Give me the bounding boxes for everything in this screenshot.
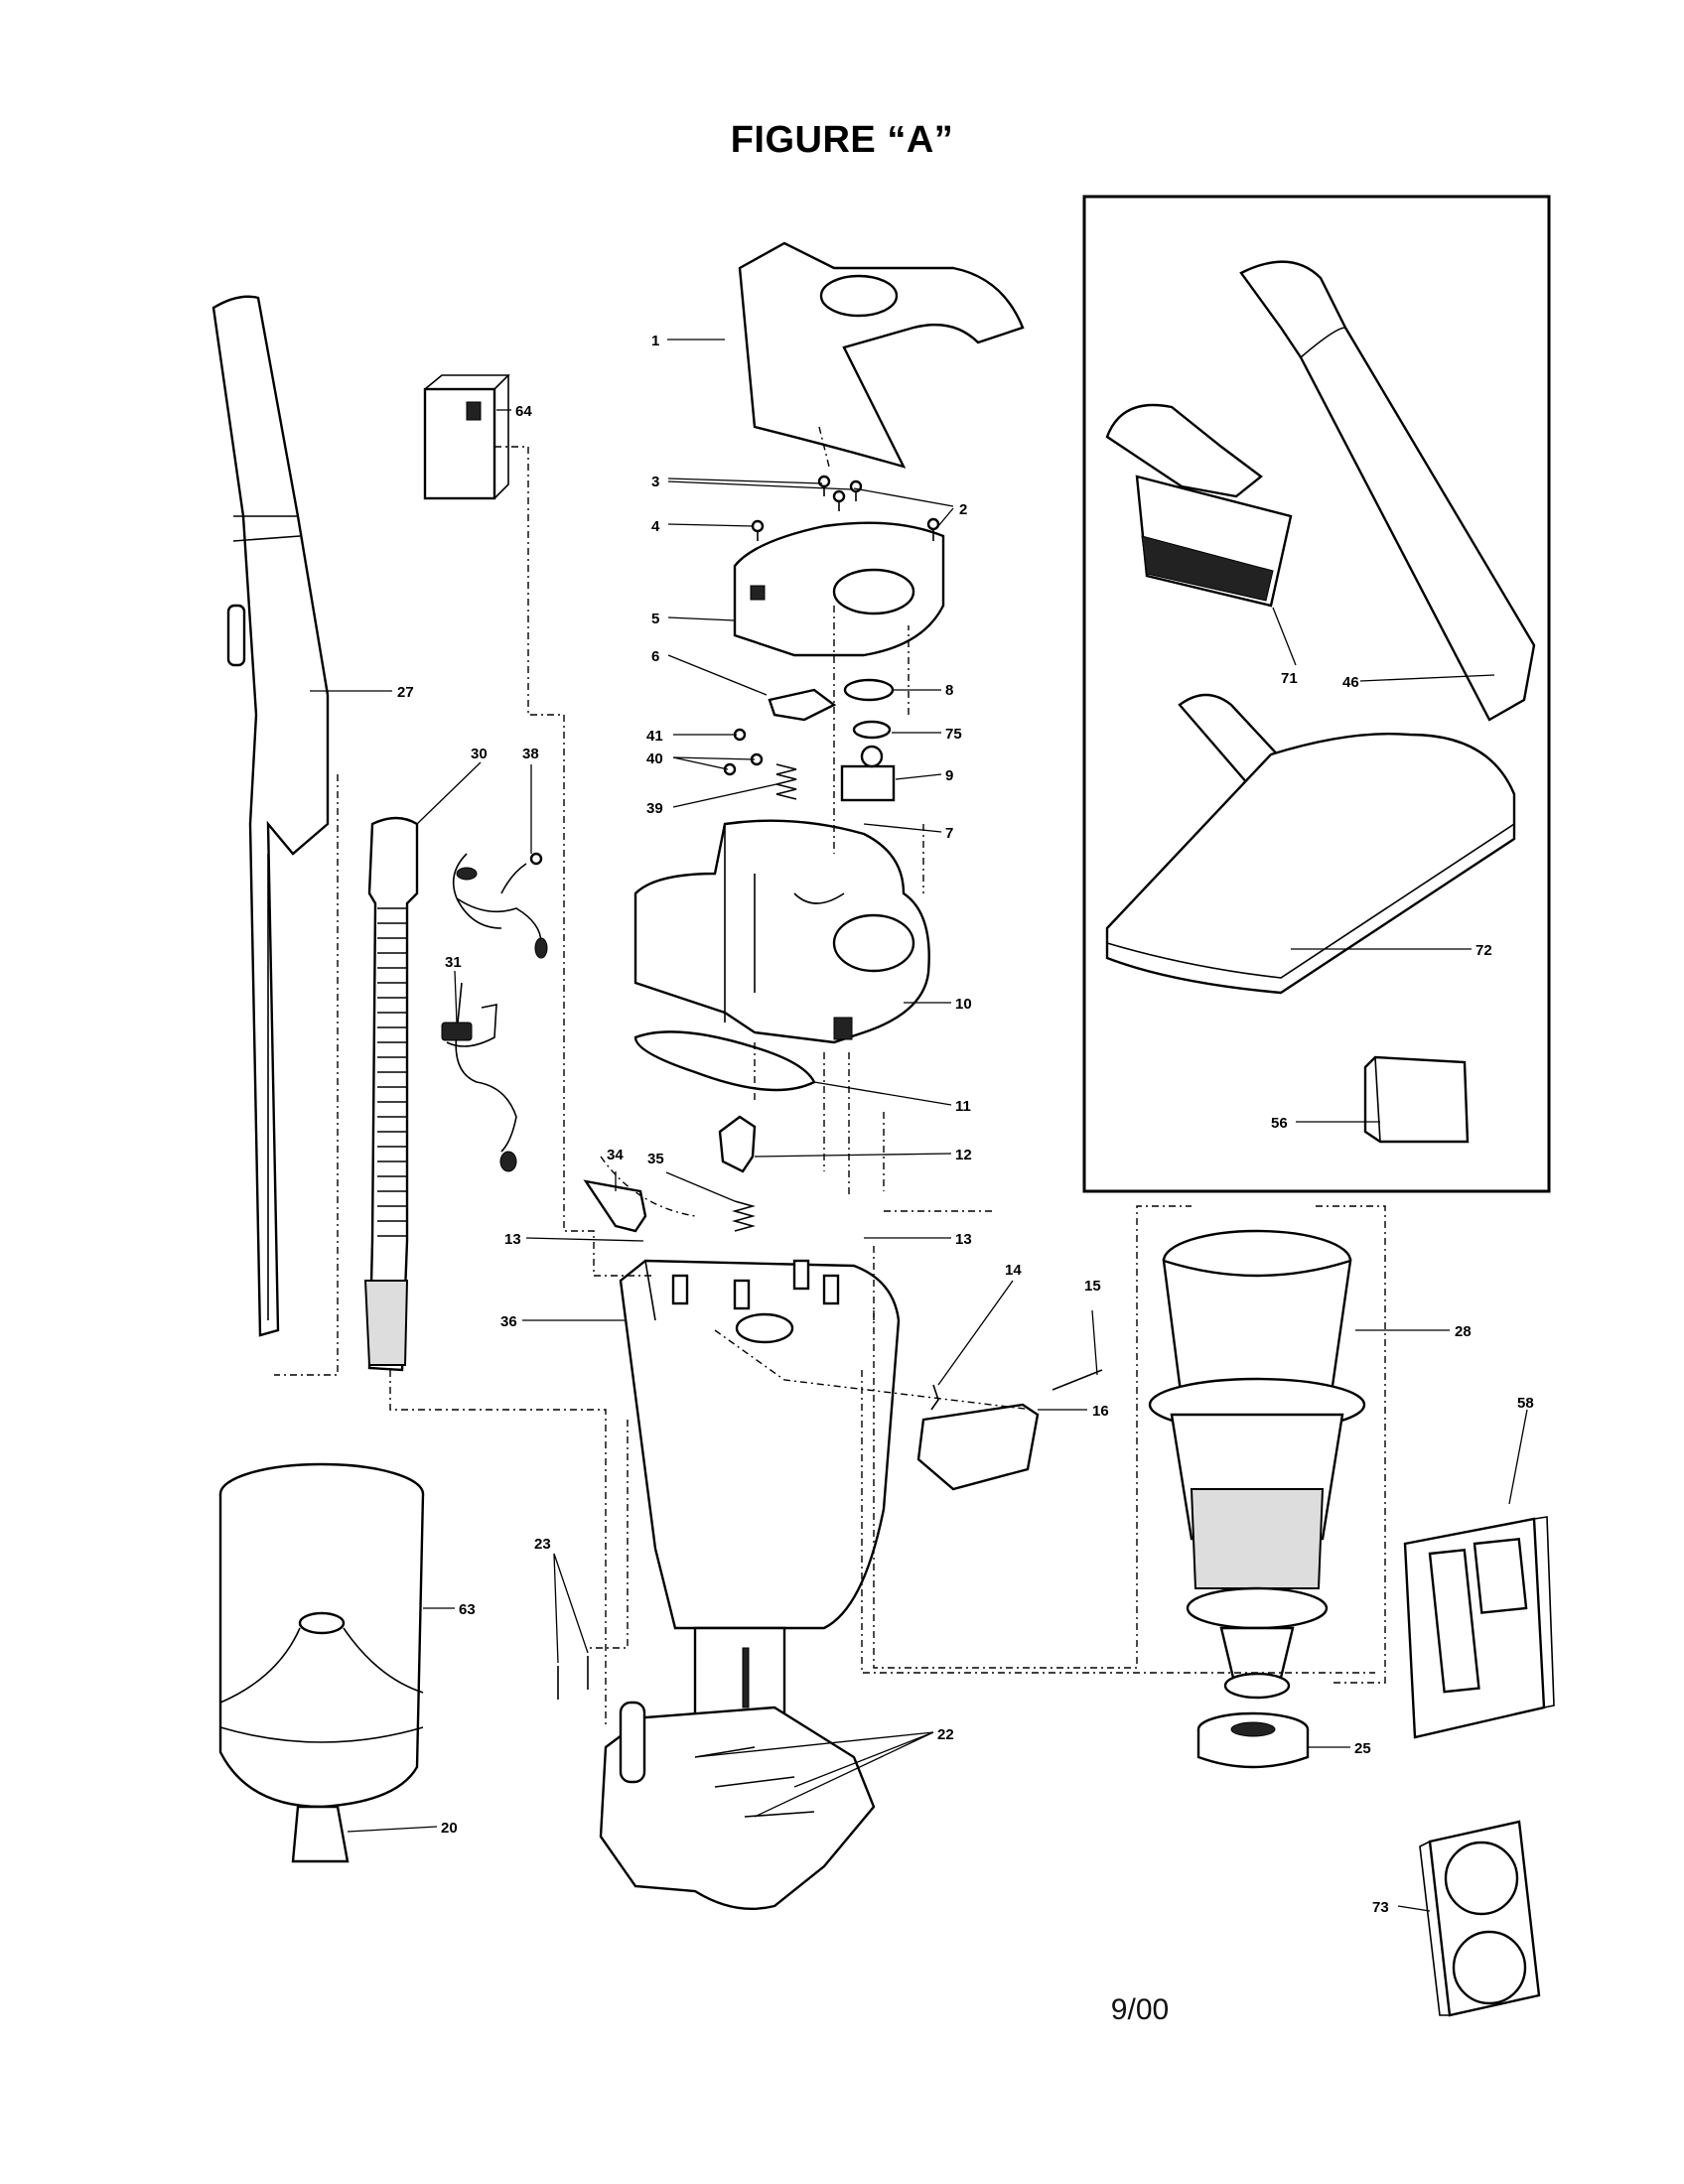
label-part-2: 2 <box>959 501 967 518</box>
label-part-75: 75 <box>945 726 962 743</box>
label-part-13-left: 13 <box>504 1231 521 1248</box>
hose-icon <box>363 816 419 1372</box>
dirt-cup-filter-icon <box>1148 1229 1366 1700</box>
main-body-icon <box>619 1259 901 1719</box>
label-part-40: 40 <box>646 751 663 767</box>
filter-pack-icon <box>1419 1820 1541 2017</box>
label-part-9: 9 <box>945 767 953 784</box>
label-part-71: 71 <box>1281 670 1298 687</box>
spring-icon <box>775 763 797 800</box>
label-part-4: 4 <box>651 518 660 535</box>
floor-tool-icon <box>1105 693 1516 995</box>
label-part-25: 25 <box>1354 1740 1371 1757</box>
belt-icon <box>633 1030 816 1092</box>
label-part-12: 12 <box>955 1147 972 1163</box>
switch-button-icon <box>768 688 837 722</box>
label-part-35: 35 <box>647 1151 664 1167</box>
label-part-23: 23 <box>534 1536 551 1553</box>
leader-lines <box>310 339 1528 1912</box>
label-part-22: 22 <box>937 1726 954 1743</box>
filter-ring-icon <box>1196 1711 1310 1769</box>
label-part-3: 3 <box>651 474 659 490</box>
label-part-28: 28 <box>1455 1323 1472 1340</box>
label-part-11: 11 <box>955 1098 971 1115</box>
assembly-lines <box>274 426 1386 1727</box>
label-part-16: 16 <box>1092 1403 1109 1420</box>
latch-spring-icon <box>732 1200 756 1232</box>
cord-hook-icon <box>423 374 510 500</box>
base-icon <box>599 1701 876 1911</box>
label-part-13-right: 13 <box>955 1231 972 1248</box>
callout-labels: 1 3 2 4 5 6 8 75 9 7 41 40 39 10 11 12 3… <box>397 333 1534 1916</box>
label-part-39: 39 <box>646 800 663 817</box>
label-part-73: 73 <box>1372 1899 1389 1916</box>
switch-icon <box>840 745 896 802</box>
screws-icon <box>751 475 940 541</box>
seal-icon <box>843 678 895 702</box>
label-part-56: 56 <box>1271 1115 1288 1132</box>
manual-icon <box>1403 1516 1555 1739</box>
canister-icon <box>218 1462 425 1863</box>
label-part-5: 5 <box>651 611 659 627</box>
label-part-31: 31 <box>445 954 462 971</box>
label-part-1: 1 <box>651 333 659 349</box>
housing-cover-icon <box>733 521 945 657</box>
top-cover-icon <box>738 241 1025 469</box>
label-part-8: 8 <box>945 682 953 699</box>
label-part-27: 27 <box>397 684 414 701</box>
label-part-36: 36 <box>500 1313 517 1330</box>
washer-icon <box>852 720 892 740</box>
side-cover-icon <box>916 1403 1040 1491</box>
label-part-14: 14 <box>1005 1262 1022 1279</box>
label-part-58: 58 <box>1517 1395 1534 1412</box>
power-cord-icon <box>441 982 517 1172</box>
body-screws-icon <box>557 1656 589 1700</box>
figure-title: FIGURE “A” <box>730 119 954 161</box>
label-part-41: 41 <box>646 728 663 745</box>
label-part-7: 7 <box>945 825 953 842</box>
latch-icon <box>718 1115 757 1173</box>
handle-icon <box>211 295 330 1337</box>
wire-harness-icon <box>452 852 548 959</box>
hinge-pin-icon <box>1052 1369 1103 1391</box>
label-part-34: 34 <box>607 1147 624 1163</box>
label-part-63: 63 <box>459 1601 476 1618</box>
label-part-6: 6 <box>651 648 659 665</box>
crevice-tool-icon <box>1239 260 1536 722</box>
label-part-64: 64 <box>515 403 532 420</box>
label-part-10: 10 <box>955 996 972 1013</box>
small-holder-icon <box>1363 1055 1470 1144</box>
label-part-46: 46 <box>1342 674 1359 691</box>
label-part-30: 30 <box>471 746 488 762</box>
label-part-15: 15 <box>1084 1278 1101 1295</box>
accessory-box <box>1082 195 1551 1193</box>
brush-icon <box>1105 403 1293 608</box>
label-part-38: 38 <box>522 746 539 762</box>
label-part-72: 72 <box>1475 942 1492 959</box>
revision-date: 9/00 <box>1110 1993 1170 2026</box>
label-part-20: 20 <box>441 1820 458 1837</box>
motor-housing-icon <box>633 819 930 1044</box>
